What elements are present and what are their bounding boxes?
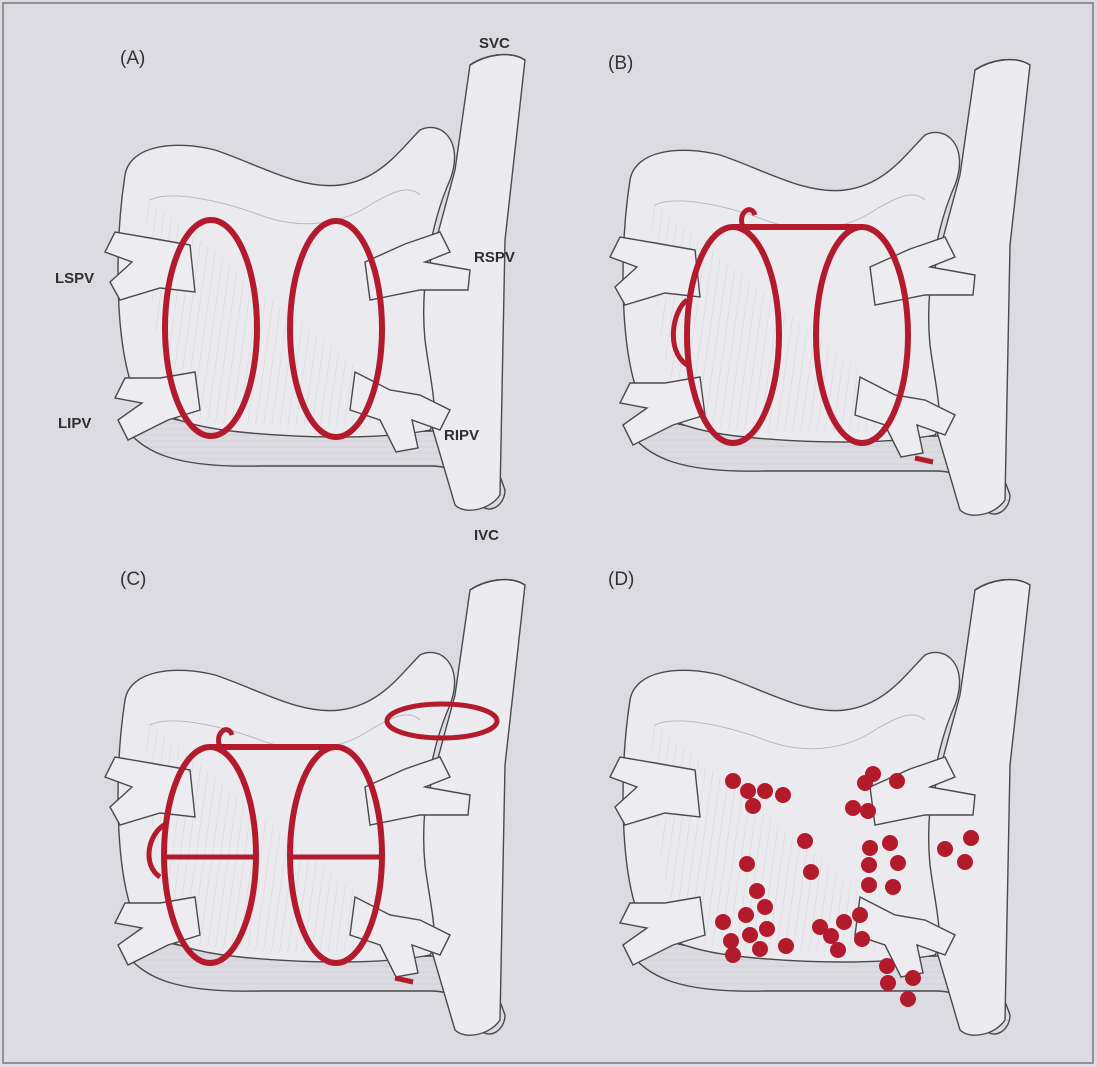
ablation-point	[879, 958, 895, 974]
ablation-point	[862, 840, 878, 856]
rspv-label: RSPV	[474, 249, 515, 266]
ablation-point	[889, 773, 905, 789]
ablation-point	[739, 856, 755, 872]
ablation-point	[900, 991, 916, 1007]
ablation-point	[823, 928, 839, 944]
ablation-point	[803, 864, 819, 880]
ablation-point	[752, 941, 768, 957]
ablation-point	[725, 773, 741, 789]
ablation-point	[963, 830, 979, 846]
ablation-point	[860, 803, 876, 819]
ablation-point	[905, 970, 921, 986]
ablation-point	[742, 927, 758, 943]
panel-label-c: (C)	[120, 569, 146, 590]
ablation-point	[757, 783, 773, 799]
panel-label-b: (B)	[608, 53, 633, 74]
ablation-point	[830, 942, 846, 958]
ablation-point	[836, 914, 852, 930]
ablation-point	[740, 783, 756, 799]
ablation-point	[845, 800, 861, 816]
ablation-point	[759, 921, 775, 937]
ablation-point	[778, 938, 794, 954]
ablation-point	[715, 914, 731, 930]
ablation-point	[749, 883, 765, 899]
ablation-point	[882, 835, 898, 851]
ablation-point	[890, 855, 906, 871]
ablation-point	[865, 766, 881, 782]
ablation-point	[861, 877, 877, 893]
ablation-point	[738, 907, 754, 923]
ablation-point	[957, 854, 973, 870]
ripv-label: RIPV	[444, 427, 479, 444]
ablation-point	[852, 907, 868, 923]
ablation-point	[723, 933, 739, 949]
ablation-point	[775, 787, 791, 803]
ablation-point	[757, 899, 773, 915]
ablation-point	[797, 833, 813, 849]
ablation-point	[725, 947, 741, 963]
panel-label-a: (A)	[120, 48, 145, 69]
ablation-point	[880, 975, 896, 991]
svc-label: SVC	[479, 35, 510, 52]
lipv-label: LIPV	[58, 415, 91, 432]
ablation-point	[861, 857, 877, 873]
ablation-point	[937, 841, 953, 857]
ablation-point	[745, 798, 761, 814]
ablation-point	[854, 931, 870, 947]
panel-label-d: (D)	[608, 569, 634, 590]
lspv-label: LSPV	[55, 270, 94, 287]
ablation-point	[885, 879, 901, 895]
ivc-label: IVC	[474, 527, 499, 544]
